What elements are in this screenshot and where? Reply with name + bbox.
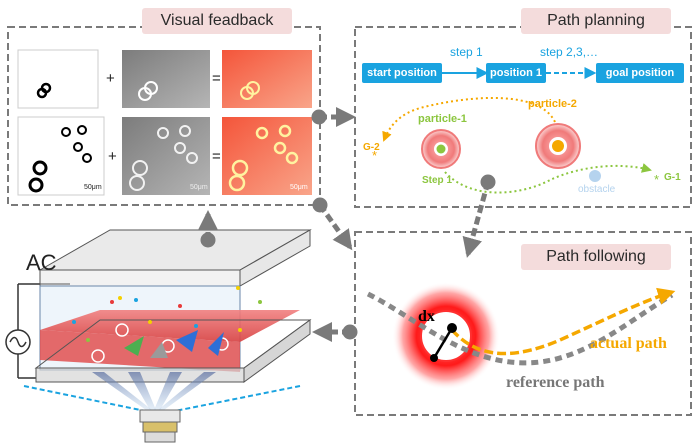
step-1-label: step 1: [450, 45, 483, 59]
g1-star: *: [654, 172, 659, 187]
scale-bar-label-1: 50μm: [84, 184, 102, 191]
overlay-image-1: [222, 50, 312, 108]
scale-bar-label-2: 50μm: [190, 184, 208, 191]
start-position-chip: start position: [362, 63, 442, 83]
ac-label: AC: [26, 250, 57, 275]
binary-particles-1: [36, 82, 52, 99]
path-planning-title: Path planning: [521, 8, 671, 34]
g2-star: *: [372, 148, 377, 163]
equals-sign-2: =: [212, 148, 221, 165]
particle-2-path: [382, 96, 556, 142]
dx-label: dx: [418, 308, 435, 325]
dx-vector: [432, 327, 454, 359]
position-1-chip: position 1: [486, 63, 546, 83]
light-beams: [92, 372, 216, 410]
particle-1-path: [444, 163, 652, 194]
goal-position-chip: goal position: [596, 63, 684, 83]
g1-label: G-1: [664, 172, 681, 183]
scale-bar-label-3: 50μm: [290, 184, 308, 191]
loop-connectors: [198, 107, 496, 342]
plus-sign-2: +: [108, 148, 117, 165]
step-1-marker-label: Step 1: [422, 175, 453, 186]
step-more-label: step 2,3,…: [540, 45, 599, 59]
path-planning-panel: * *: [354, 26, 692, 208]
objective-lens: [139, 409, 181, 443]
microscope-image-1: [122, 50, 210, 108]
chamber-particles: [72, 286, 262, 363]
g2-label: G-2: [363, 142, 380, 153]
particle-1-label: particle-1: [418, 113, 467, 125]
obstacle-marker: [589, 170, 601, 182]
obstacle-label: obstacle: [578, 184, 616, 195]
binary-image-1: [17, 49, 99, 109]
path-following-panel: [354, 231, 692, 416]
equals-sign-1: =: [212, 70, 221, 87]
reference-path-line: [366, 291, 674, 366]
reference-path-label: reference path: [506, 374, 605, 391]
visual-feedback-panel: [7, 26, 321, 206]
visual-feedback-title: Visual feadback: [142, 8, 292, 34]
experimental-setup: [5, 229, 312, 443]
particle-2-label: particle-2: [528, 98, 577, 110]
path-following-title: Path following: [521, 244, 671, 270]
plus-sign-1: +: [106, 70, 115, 87]
actual-path-line: [450, 287, 676, 356]
actual-path-label: actual path: [590, 335, 667, 352]
binary-particles-2: [28, 125, 92, 193]
